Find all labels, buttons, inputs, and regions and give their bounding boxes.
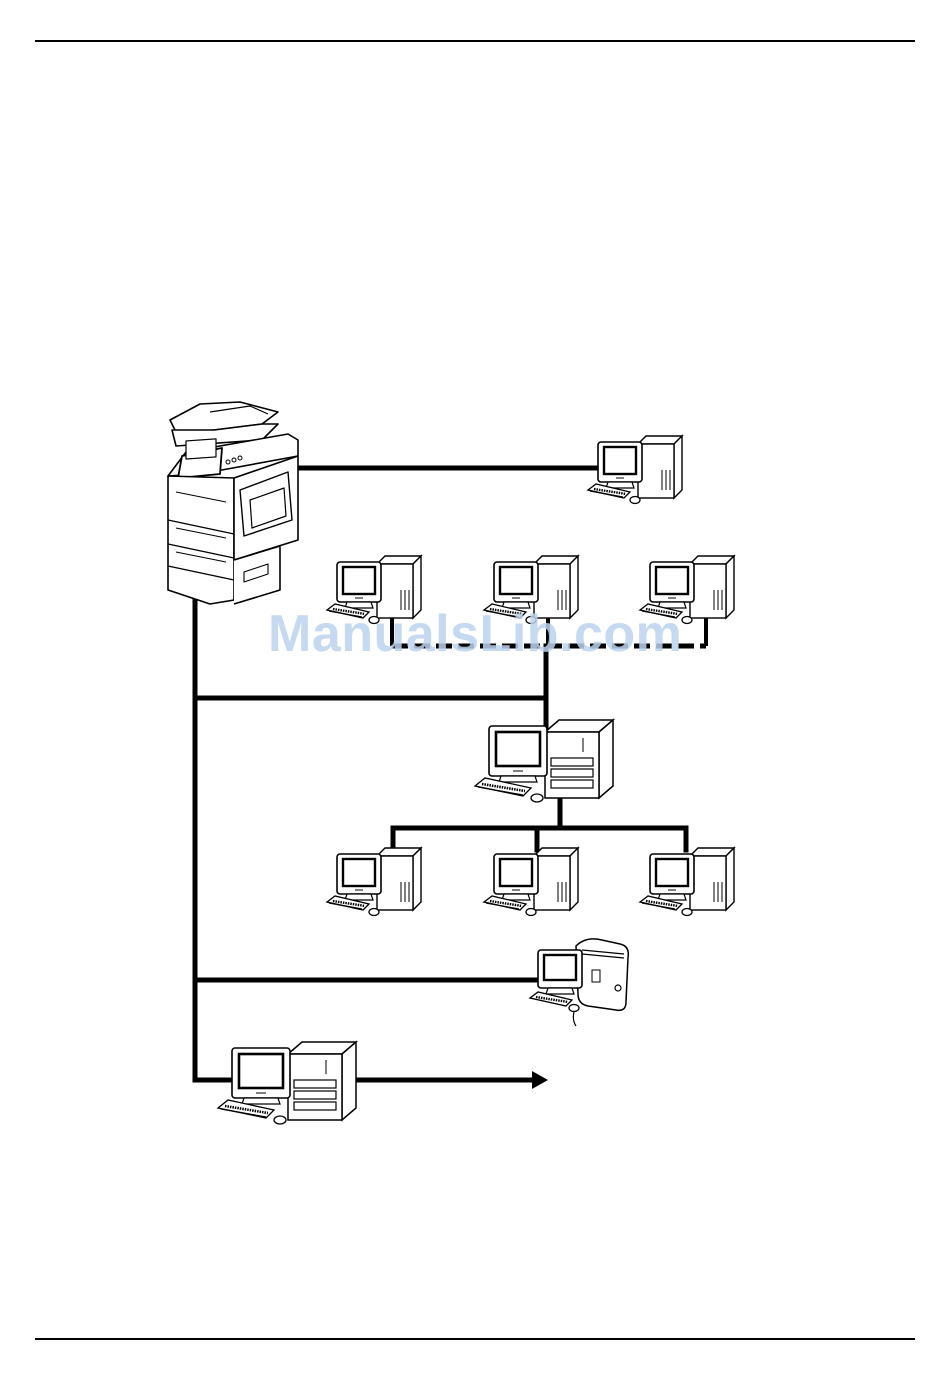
outbound-arrowhead — [532, 1071, 548, 1089]
gateway-pc-icon — [218, 1042, 356, 1124]
domain-pc-1-icon — [327, 848, 421, 916]
domain-pc-2-icon — [484, 848, 578, 916]
server-pc-icon — [475, 720, 613, 802]
watermark-text: ManualsLib.com — [268, 604, 698, 664]
direct-client-pc-icon — [588, 436, 682, 504]
bottom-rule — [35, 1338, 915, 1340]
macintosh-pc-icon — [530, 939, 628, 1026]
mfp-copier-icon — [168, 402, 298, 604]
domain-pc-3-icon — [640, 848, 734, 916]
